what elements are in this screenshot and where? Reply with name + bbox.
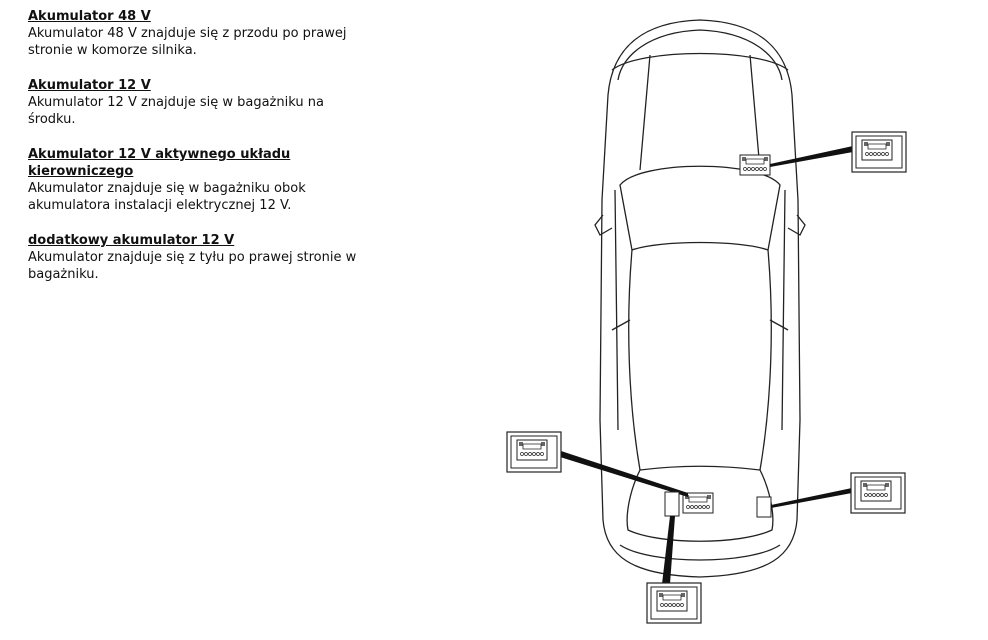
battery-additional [756, 473, 905, 518]
section-steering: Akumulator 12 V aktywnego układu kierown… [28, 146, 358, 214]
section-body: Akumulator 12 V znajduje się w bagażniku… [28, 95, 324, 127]
section-title: Akumulator 48 V [28, 9, 151, 24]
section-title: Akumulator 12 V aktywnego układu kierown… [28, 147, 291, 179]
section-body: Akumulator znajduje się w bagażniku obok… [28, 181, 306, 213]
car-outline [594, 19, 806, 578]
battery-48v [739, 132, 906, 176]
section-12v: Akumulator 12 V Akumulator 12 V znajduje … [28, 77, 358, 128]
battery-steering [647, 491, 701, 623]
section-additional: dodatkowy akumulator 12 V Akumulator znaj… [28, 232, 358, 283]
section-body: Akumulator znajduje się z tyłu po prawej… [28, 250, 357, 282]
section-title: dodatkowy akumulator 12 V [28, 233, 235, 248]
battery-12v [507, 432, 714, 514]
section-48v: Akumulator 48 V Akumulator 48 V znajduje … [28, 8, 358, 59]
battery-descriptions: Akumulator 48 V Akumulator 48 V znajduje … [28, 8, 358, 301]
section-body: Akumulator 48 V znajduje się z przodu po… [28, 26, 347, 58]
section-title: Akumulator 12 V [28, 78, 151, 93]
